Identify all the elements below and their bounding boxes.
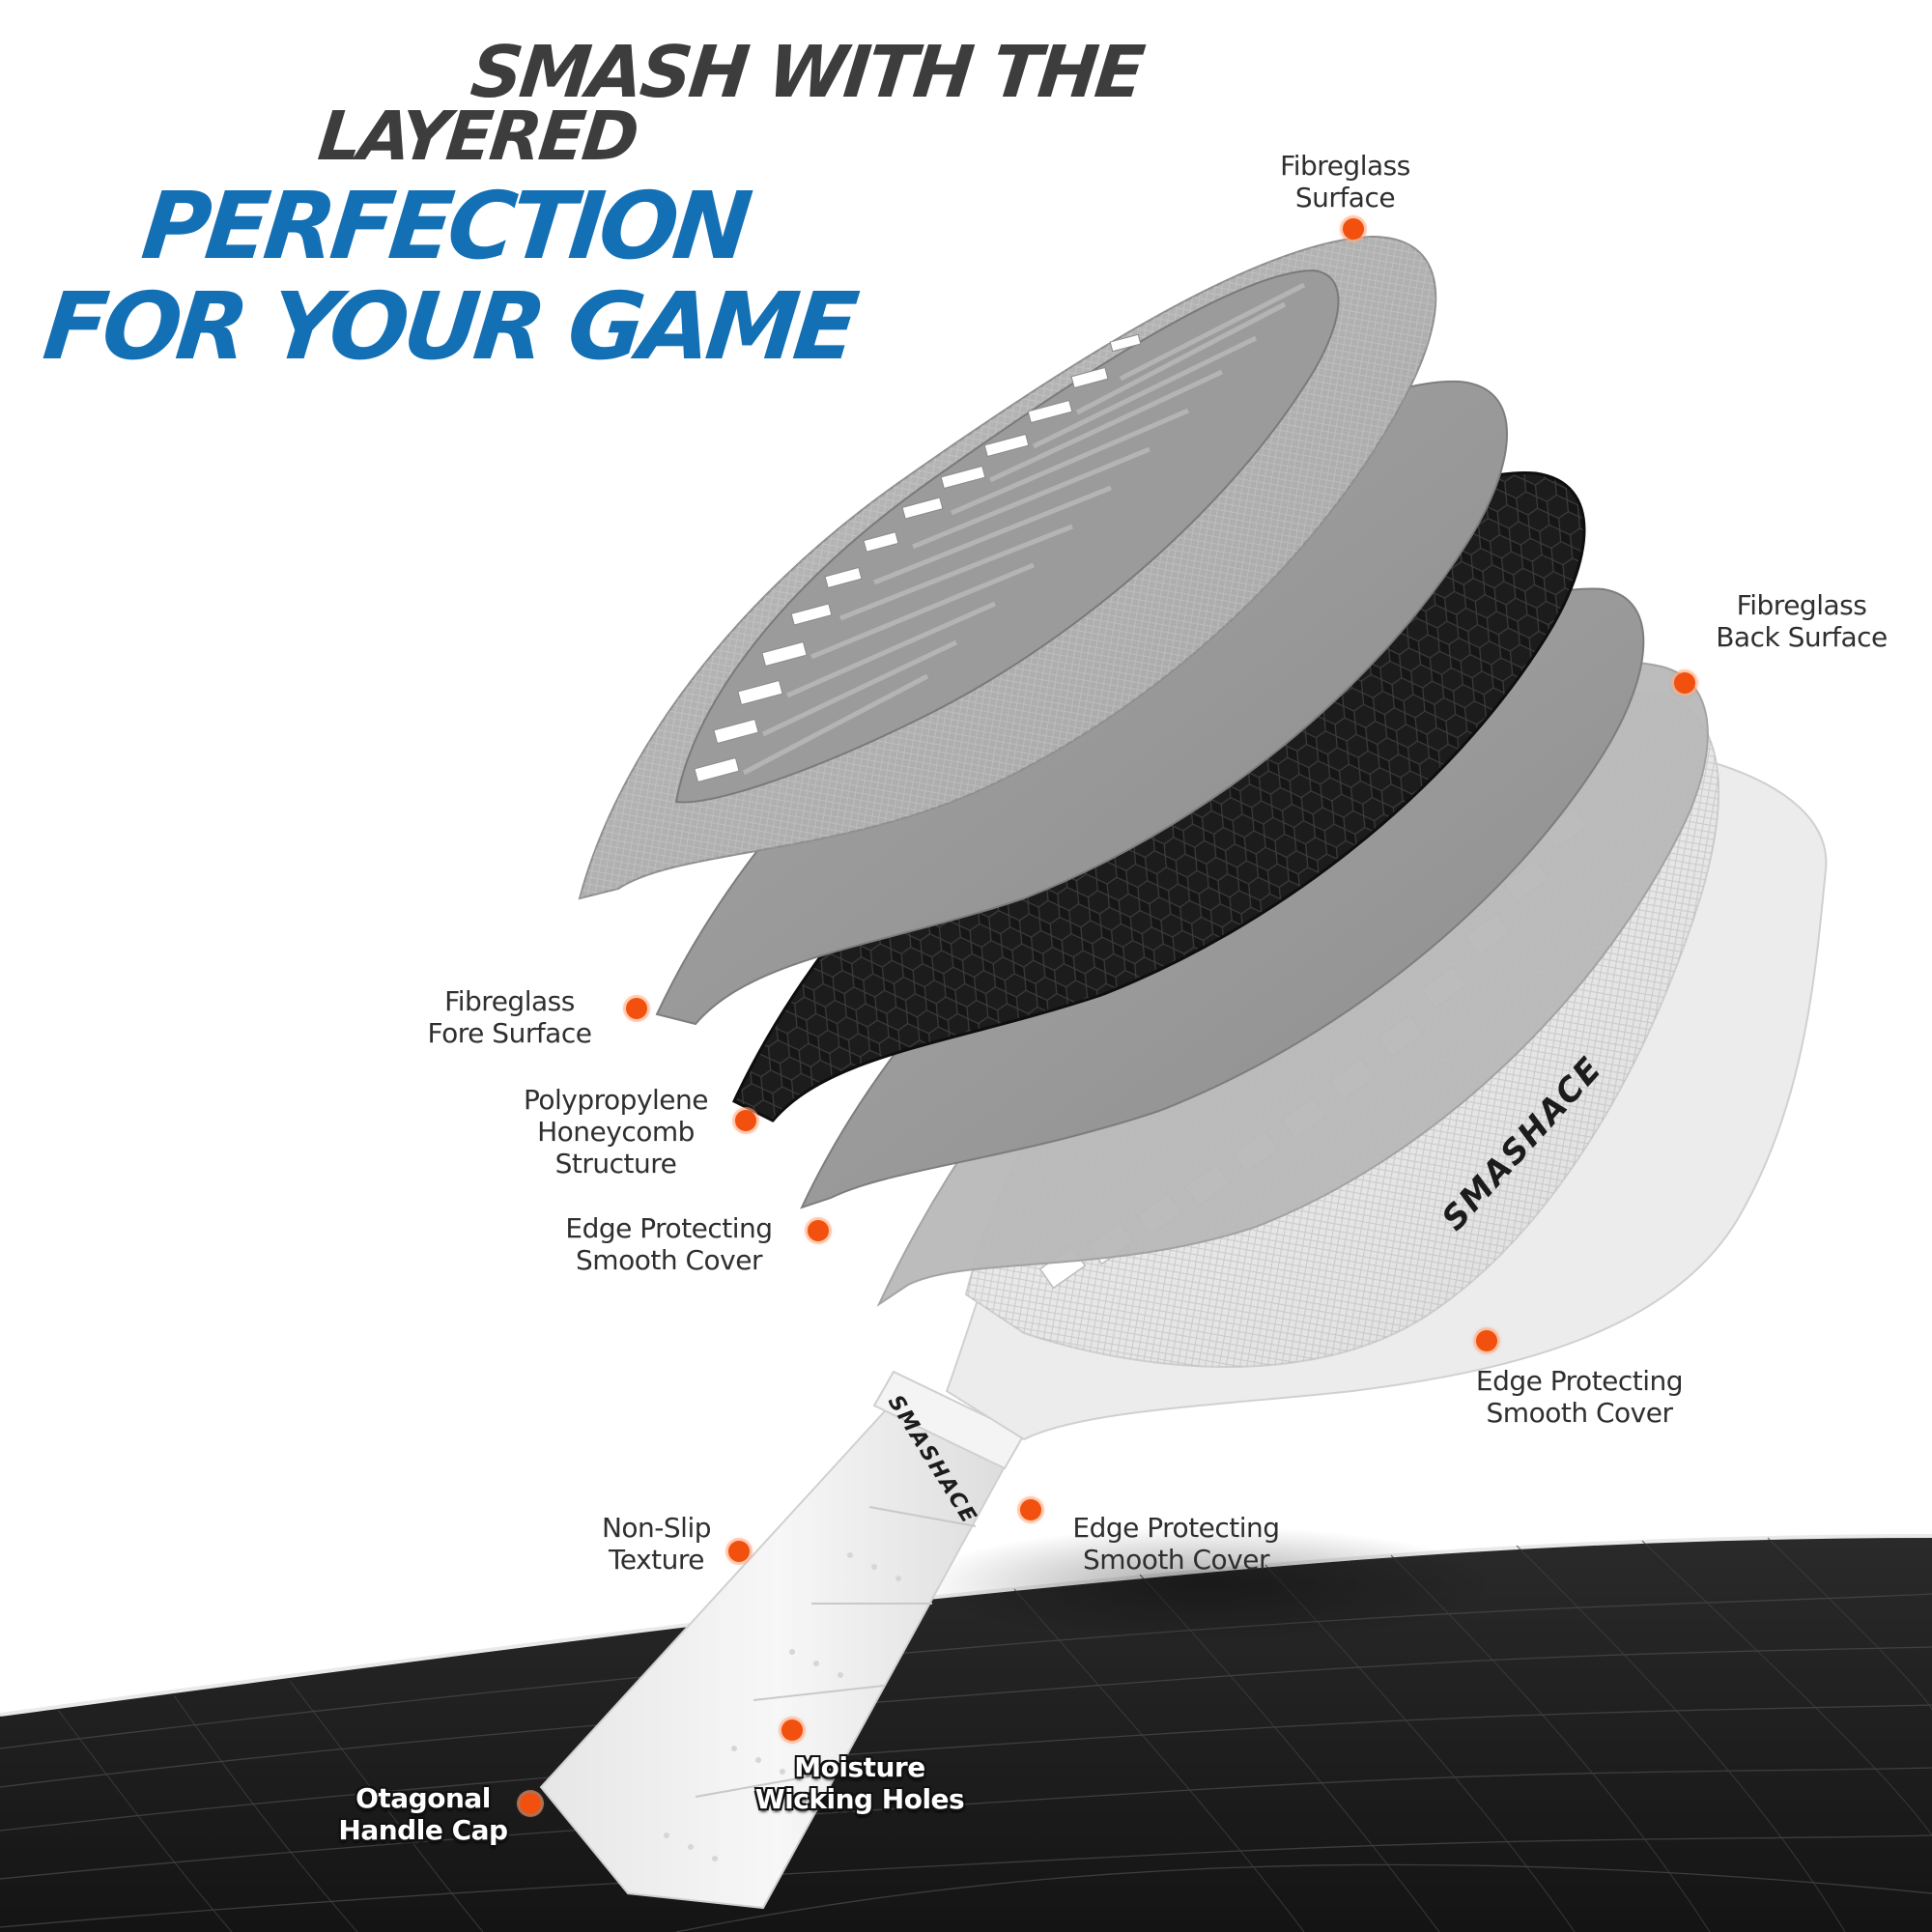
callout-dot-moisture-wicking: [781, 1719, 803, 1741]
callout-dot-edge-protecting-right: [1476, 1330, 1497, 1351]
callout-dot-edge-protecting-left: [808, 1220, 829, 1241]
callout-dot-polypropylene-honeycomb: [735, 1110, 756, 1131]
callout-dot-fibreglass-back-surface: [1674, 672, 1695, 694]
callout-dot-handle-cap: [520, 1793, 541, 1814]
callout-dot-fibreglass-surface: [1343, 218, 1364, 240]
callout-dot-edge-protecting-handle: [1020, 1499, 1041, 1520]
callout-dot-fibreglass-fore-surface: [626, 998, 647, 1019]
paddle-handle: [539, 1370, 1026, 1910]
callout-dot-non-slip-texture: [728, 1541, 750, 1562]
